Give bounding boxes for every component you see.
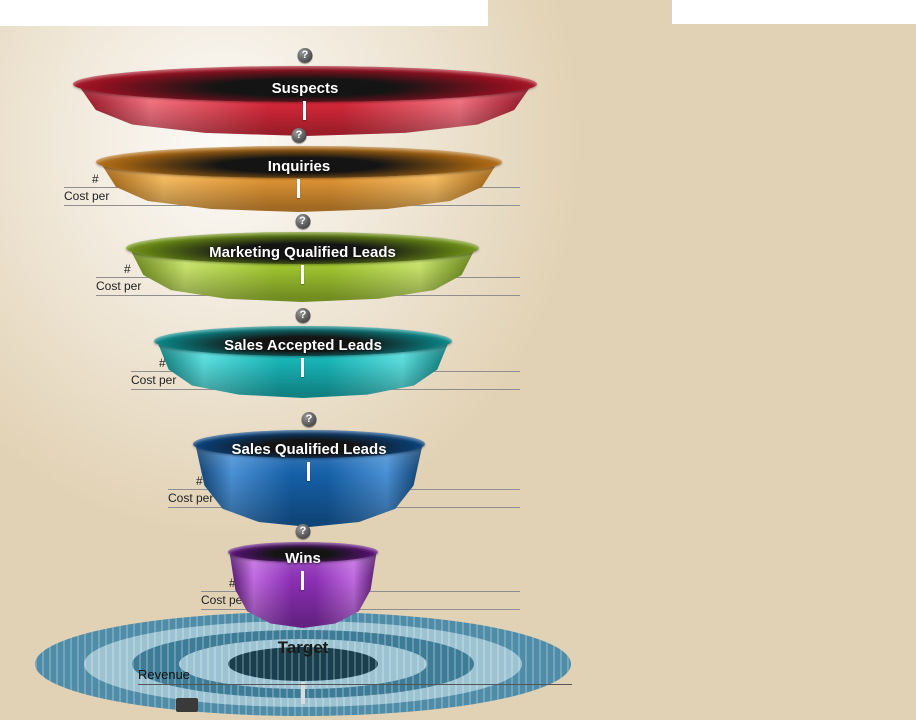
target-label: Target	[277, 638, 329, 657]
marker-block	[176, 698, 198, 712]
funnel-bowl	[193, 430, 425, 527]
cost-per-label: Cost per	[64, 189, 110, 203]
help-icon[interactable]: ?	[297, 48, 313, 63]
help-icon[interactable]: ?	[295, 524, 311, 539]
stage-tick-mark	[300, 265, 304, 285]
target-tick-mark	[301, 682, 305, 704]
revenue-row: Revenue	[138, 667, 572, 685]
top-left-white-band	[0, 0, 488, 26]
target-ring-center	[228, 647, 378, 681]
funnel-bowl-rim	[228, 542, 378, 562]
target-bullseye: Target	[35, 612, 571, 720]
stage-tick-mark	[301, 570, 304, 590]
count-label: #	[92, 172, 99, 186]
count-label: #	[159, 356, 166, 370]
stage-label: Sales Accepted Leads	[224, 337, 382, 355]
stage-tick-mark	[301, 358, 304, 378]
top-right-white-band	[672, 0, 916, 24]
funnel-bowl	[228, 542, 378, 628]
revenue-line	[138, 684, 572, 685]
stage-tick-mark	[297, 179, 300, 199]
stage-label: Sales Qualified Leads	[231, 440, 387, 458]
funnel-stage-wins: ? Wins	[228, 524, 378, 628]
help-icon[interactable]: ?	[295, 214, 310, 229]
count-label: #	[124, 262, 131, 276]
funnel-stage-suspects: ? Suspects	[73, 48, 537, 136]
stage-label: Marketing Qualified Leads	[209, 244, 396, 262]
stage-label: Suspects	[271, 79, 339, 97]
funnel-bowl-rim	[96, 146, 502, 178]
cost-per-label: Cost per	[131, 373, 177, 387]
cost-per-label: Cost per	[168, 491, 214, 505]
metric-line	[201, 609, 520, 610]
funnel-stage-sales-accepted-leads: ? Sales Accepted Leads	[154, 308, 452, 398]
funnel-stage-marketing-qualified-leads: ? Marketing Qualified Leads	[126, 214, 479, 302]
stage-tick-mark	[303, 100, 306, 120]
stage-tick-mark	[307, 461, 310, 481]
revenue-label: Revenue	[138, 667, 191, 682]
cost-per-label: Cost per	[96, 279, 142, 293]
stage-label: Wins	[285, 549, 321, 567]
count-label: #	[229, 576, 236, 590]
funnel-stage-inquiries: ? Inquiries	[96, 128, 502, 212]
count-label: #	[196, 474, 203, 488]
funnel-bowl-rim	[193, 430, 425, 458]
funnel-bowl-rim	[154, 326, 452, 356]
cost-per-label: Cost per	[201, 593, 247, 607]
stage-label: Inquiries	[267, 158, 331, 176]
help-icon[interactable]: ?	[291, 128, 307, 143]
funnel-bowl-rim	[126, 232, 479, 264]
help-icon[interactable]: ?	[295, 308, 311, 323]
help-icon[interactable]: ?	[301, 412, 317, 427]
funnel-bowl-rim	[73, 66, 537, 102]
funnel-stage-sales-qualified-leads: ? Sales Qualified Leads	[193, 412, 425, 527]
